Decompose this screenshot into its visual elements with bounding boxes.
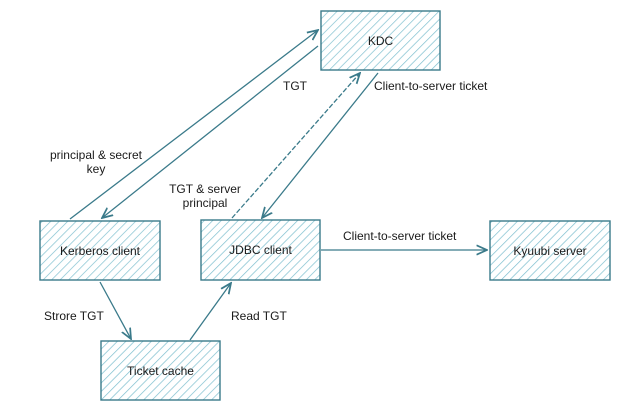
edge-cache-to-jdbc [189, 283, 231, 341]
ticket-cache-node-label: Ticket cache [127, 363, 194, 378]
edge-kerberos-to-kdc [69, 30, 318, 220]
kdc-box [320, 10, 441, 71]
kyuubi-server-node-label: Kyuubi server [513, 243, 587, 258]
kdc-node-label: KDC [367, 33, 394, 48]
jdbc-client-node-label: JDBC client [229, 243, 292, 257]
ticket-cache-box [100, 340, 221, 401]
edge-kerberos-to-cache [99, 281, 131, 339]
edge-label-client-to-server: Client-to-server ticket [343, 229, 457, 243]
edge-label-principal-secret: principal & secret key [46, 148, 146, 176]
jdbc-client-box [200, 219, 321, 281]
edge-jdbc-to-kdc [231, 73, 360, 219]
edge-label-tgt-server-line2: principal [182, 196, 228, 210]
edge-label-read-tgt: Read TGT [231, 309, 287, 323]
kerberos-client-node-label: Kerberos client [59, 243, 141, 258]
kyuubi-server-box [489, 220, 611, 281]
edge-label-client-to-server-kdc: Client-to-server ticket [374, 79, 488, 93]
edge-label-tgt-server: TGT & server principal [162, 182, 248, 210]
edge-kdc-to-jdbc [262, 72, 379, 218]
edge-kdc-to-kerberos-tgt [102, 45, 319, 218]
edge-label-tgt-server-line1: TGT & server [169, 182, 241, 196]
edge-label-principal-secret-line1: principal & secret [49, 148, 143, 162]
edge-label-store-tgt: Strore TGT [44, 309, 104, 323]
edge-label-principal-secret-line2: key [86, 162, 106, 176]
kerberos-client-box [39, 220, 161, 281]
edge-label-tgt: TGT [283, 79, 307, 93]
